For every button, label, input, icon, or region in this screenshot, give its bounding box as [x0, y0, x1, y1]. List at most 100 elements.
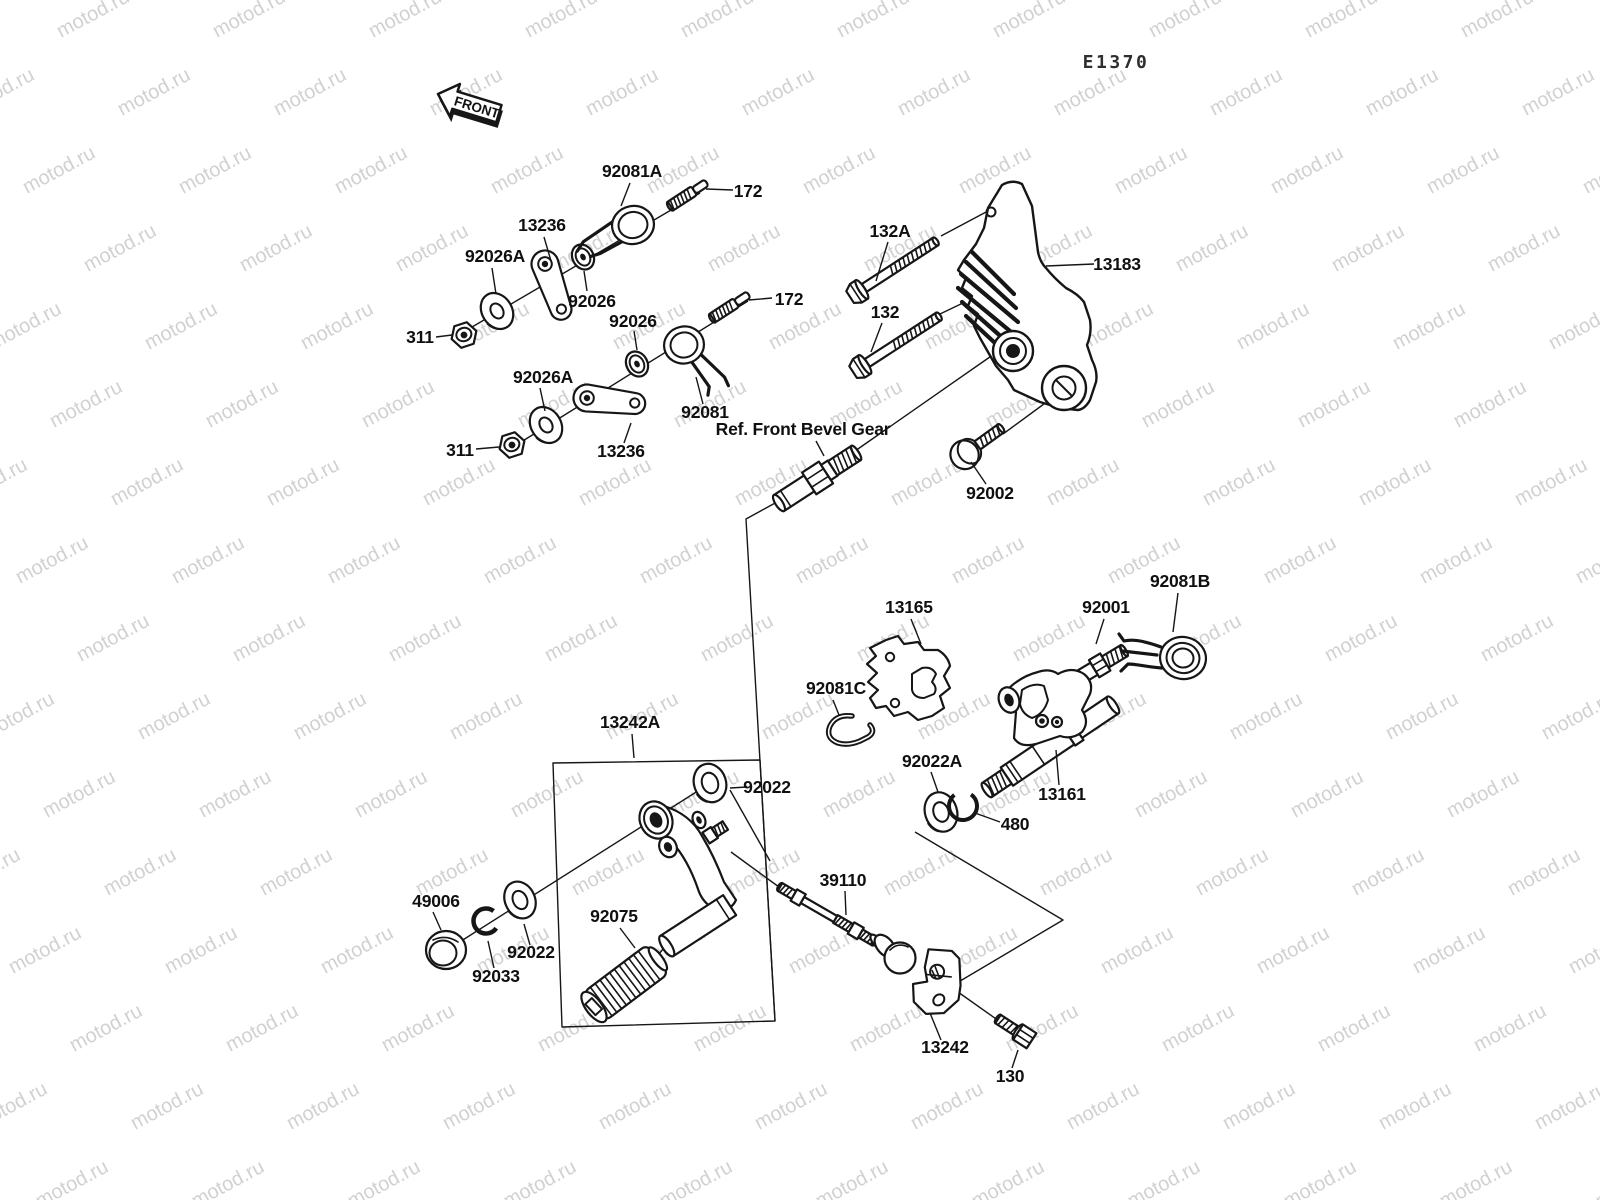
leader-92026: [633, 330, 638, 351]
watermark-text: motod.ru: [53, 0, 133, 42]
watermark-text: motod.ru: [1362, 64, 1442, 120]
leader-92022: [729, 786, 748, 789]
watermark-text: motod.ru: [1423, 142, 1503, 198]
part-label-92075: 92075: [590, 906, 638, 926]
watermark-text: motod.ru: [1138, 376, 1218, 432]
part-label-92026A: 92026A: [513, 367, 574, 387]
watermark-text: motod.ru: [1375, 1078, 1455, 1134]
watermark-text: motod.ru: [46, 376, 126, 432]
watermark-text: motod.ru: [168, 532, 248, 588]
watermark-text: motod.ru: [690, 1000, 770, 1056]
watermark-text: motod.ru: [1389, 298, 1469, 354]
diagram-artwork: FRONT E1370: [424, 52, 1208, 1050]
watermark-text: motod.ru: [704, 220, 784, 276]
watermark-text: motod.ru: [1565, 922, 1600, 978]
part-label-130: 130: [996, 1066, 1025, 1086]
leader-92081C: [832, 699, 840, 716]
part-label-92033: 92033: [472, 966, 520, 986]
watermark-text: motod.ru: [1158, 1000, 1238, 1056]
clip-92081c: [825, 712, 876, 747]
watermark-text: motod.ru: [0, 1078, 51, 1134]
part-label-13161: 13161: [1038, 784, 1086, 804]
part-label-480: 480: [1001, 814, 1030, 834]
watermark-text: motod.ru: [1443, 766, 1523, 822]
watermark-text: motod.ru: [134, 688, 214, 744]
watermark-text: motod.ru: [195, 766, 275, 822]
watermark-text: motod.ru: [833, 0, 913, 42]
watermark-text: motod.ru: [1579, 142, 1600, 198]
watermark-text: motod.ru: [202, 376, 282, 432]
washer-92022a: [923, 791, 959, 833]
watermark-text: motod.ru: [66, 1000, 146, 1056]
leader-13183: [1045, 263, 1095, 267]
watermark-text: motod.ru: [263, 454, 343, 510]
plate-13165: [865, 634, 952, 722]
watermark-text: motod.ru: [812, 1156, 892, 1200]
watermark-text: motod.ru: [1287, 766, 1367, 822]
watermark-text: motod.ru: [582, 64, 662, 120]
bolt-92002: [949, 423, 1006, 471]
part-label-92081B: 92081B: [1150, 571, 1210, 591]
watermark-text: motod.ru: [1382, 688, 1462, 744]
leader-132A: [875, 241, 889, 282]
leader-13161: [1055, 749, 1060, 786]
watermark-text: motod.ru: [575, 454, 655, 510]
watermark-text: motod.ru: [1172, 220, 1252, 276]
watermark-text: motod.ru: [229, 610, 309, 666]
watermark-text: motod.ru: [1436, 1156, 1516, 1200]
watermark-text: motod.ru: [351, 766, 431, 822]
watermark-text: motod.ru: [141, 298, 221, 354]
watermark-text: motod.ru: [1111, 142, 1191, 198]
part-label-92026: 92026: [568, 291, 616, 311]
watermark-text: motod.ru: [1477, 610, 1557, 666]
watermark-text: motod.ru: [1043, 454, 1123, 510]
watermark-text: motod.ru: [0, 64, 38, 120]
watermark-text: motod.ru: [799, 142, 879, 198]
circlip-92033: [471, 906, 501, 936]
watermark-text: motod.ru: [968, 1156, 1048, 1200]
leader-49006: [432, 911, 442, 931]
watermark-text: motod.ru: [127, 1078, 207, 1134]
watermark-text: motod.ru: [188, 1156, 268, 1200]
clevis-13242: [869, 933, 962, 1015]
leader-130: [1011, 1049, 1019, 1069]
leader-92022: [523, 923, 531, 946]
watermark-text: motod.ru: [1219, 1078, 1299, 1134]
part-label-172: 172: [775, 289, 804, 309]
watermark-text: motod.ru: [500, 1156, 580, 1200]
part-label-172: 172: [734, 181, 763, 201]
watermark-text: motod.ru: [270, 64, 350, 120]
leader-13242A: [631, 733, 635, 759]
watermark-text: motod.ru: [1531, 1078, 1600, 1134]
watermark-text: motod.ru: [324, 532, 404, 588]
part-label-Ref-Front-Bevel-Gear: Ref. Front Bevel Gear: [716, 419, 891, 439]
watermark-text: motod.ru: [317, 922, 397, 978]
part-label-13242A: 13242A: [600, 712, 661, 732]
part-label-92002: 92002: [966, 483, 1014, 503]
watermark-text: motod.ru: [656, 1156, 736, 1200]
watermark-text: motod.ru: [175, 142, 255, 198]
watermark-text: motod.ru: [1545, 298, 1600, 354]
watermark-text: motod.ru: [5, 922, 85, 978]
watermark-text: motod.ru: [73, 610, 153, 666]
watermark-text: motod.ru: [751, 1078, 831, 1134]
watermark-text: motod.ru: [1009, 610, 1089, 666]
watermark-text: motod.ru: [80, 220, 160, 276]
watermark-text: motod.ru: [1301, 0, 1381, 42]
watermark-text: motod.ru: [39, 766, 119, 822]
watermark-text: motod.ru: [290, 688, 370, 744]
watermark-text: motod.ru: [358, 376, 438, 432]
watermark-text: motod.ru: [1314, 1000, 1394, 1056]
watermark-text: motod.ru: [114, 64, 194, 120]
watermark-text: motod.ru: [0, 844, 24, 900]
screw-172-b: [706, 289, 753, 325]
leader-172: [705, 188, 734, 191]
watermark-text: motod.ru: [1450, 376, 1530, 432]
watermark-text: motod.ru: [439, 1078, 519, 1134]
leader-39110: [844, 890, 847, 916]
leader-132: [870, 322, 883, 353]
circlip-480: [947, 790, 979, 822]
nut-311-b: [495, 429, 529, 461]
leader-92026A: [491, 267, 497, 295]
leader-311: [475, 446, 500, 450]
